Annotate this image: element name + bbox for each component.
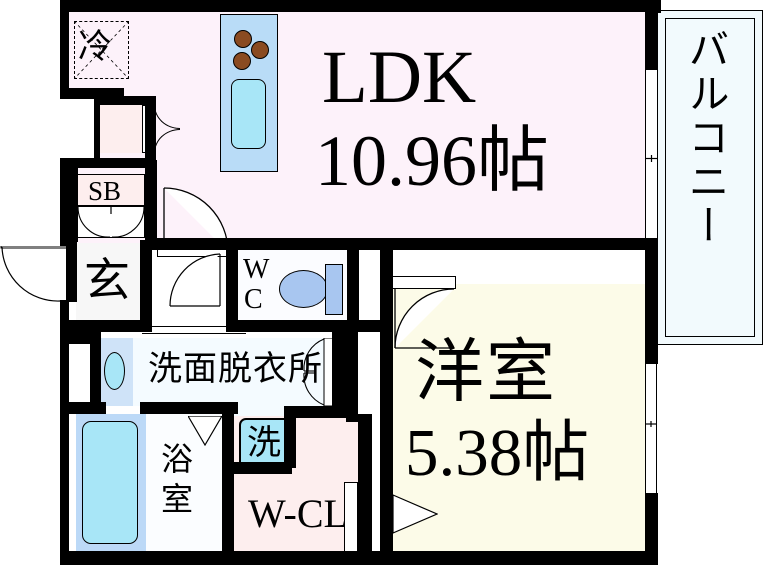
genkan-room — [76, 243, 140, 327]
ldk-left-window — [68, 95, 78, 161]
wall-bedroom-bottom — [380, 551, 658, 565]
stove-burner-1-icon — [234, 30, 252, 48]
wall-balcony-top-stub — [645, 0, 661, 13]
fridge-diagonals — [74, 21, 129, 79]
fridge-label: 冷 — [78, 29, 112, 66]
wall-closet-bottom — [60, 158, 156, 168]
wall-left-upper — [60, 0, 69, 96]
wall-top-outer — [60, 0, 661, 12]
wall-wc-right — [347, 240, 359, 332]
genkan-label: 玄 — [84, 255, 130, 306]
bedroom-window-mullion — [645, 421, 657, 427]
vanity-basin-icon — [104, 352, 125, 390]
wall-washroom-right — [332, 332, 346, 414]
toilet-bowl-icon — [279, 270, 328, 308]
toilet-tank-icon — [325, 264, 343, 315]
wall-ldk-bottom-right — [380, 238, 658, 250]
bathroom-label-1: 浴 — [161, 441, 194, 477]
closet-label: W-CL — [248, 491, 348, 536]
fridge-space — [74, 21, 129, 79]
bedroom-room — [392, 284, 654, 551]
wall-washroom-bottom-mid — [140, 402, 232, 414]
washroom-label: 洗面脱衣所 — [148, 351, 323, 388]
wall-wcl-mid — [232, 462, 292, 474]
entry-door[interactable] — [0, 246, 76, 302]
wcl-door-strip[interactable] — [344, 482, 358, 552]
shoebox-door-arcs — [77, 206, 145, 238]
wall-genkan-left — [66, 240, 77, 302]
wall-closet-top — [94, 96, 156, 105]
wall-hall-right — [145, 160, 157, 240]
wall-wc-left — [226, 240, 238, 332]
washroom-room — [100, 338, 332, 406]
bedroom-door-header — [392, 276, 456, 289]
wall-ldk-right-upper — [645, 0, 658, 70]
bedroom-area: 5.38帖 — [405, 416, 590, 490]
wall-closet-fill — [98, 105, 142, 153]
wall-bottom-left — [60, 551, 385, 565]
wall-bedroom-right-upper — [645, 284, 658, 364]
balcony-inner-line — [665, 18, 755, 337]
wall-ldk-bottom — [222, 238, 392, 250]
bedroom-label: 洋室 — [415, 334, 557, 410]
wc-label-w: W — [243, 254, 270, 285]
wall-bedroom-left — [380, 238, 393, 565]
ldk-room — [68, 12, 653, 250]
ldk-area: 10.96帖 — [315, 121, 550, 201]
bedroom-door[interactable] — [394, 288, 456, 350]
bathroom-label-2: 室 — [161, 481, 194, 517]
wall-genkan-bottom — [60, 320, 152, 332]
shoebox-fill — [77, 174, 145, 206]
wall-bedroom-right-lower — [645, 493, 658, 553]
wall-wcl-right-lower — [358, 414, 372, 500]
closet-notch-fill — [232, 406, 292, 416]
wall-left-mid — [60, 160, 69, 246]
wall-hall-top — [60, 88, 124, 99]
wall-washroom-bottom-left — [60, 402, 106, 414]
wall-hall-wc-top — [152, 238, 238, 250]
balcony-room — [657, 10, 763, 345]
wall-genkan-right — [140, 240, 152, 330]
wall-closet-leftdiv — [94, 96, 100, 158]
wall-bathroom-right — [222, 406, 234, 552]
shoebox-label: SB — [88, 176, 122, 206]
wall-closet-right — [145, 96, 156, 160]
bathtub-icon — [82, 421, 138, 544]
wall-wcl-top — [290, 406, 346, 418]
wall-wcl-topleft — [284, 406, 296, 468]
wall-wcl-right — [346, 332, 358, 422]
washer-label: 洗 — [247, 425, 281, 462]
bedroom-window — [645, 363, 657, 495]
stove-burner-2-icon — [251, 41, 269, 59]
wall-sb-left — [68, 166, 78, 242]
washroom-door[interactable] — [302, 338, 336, 406]
balcony-door-mullion — [645, 155, 658, 162]
wall-ldk-right-lower — [645, 248, 658, 288]
wall-wcl-right-bot — [358, 498, 372, 554]
bedroom-closet-door-marker[interactable] — [392, 494, 438, 534]
wall-washroom-leftv — [90, 332, 101, 410]
balcony-label: バルコニー — [682, 28, 729, 248]
ldk-label: LDK — [322, 36, 477, 119]
wc-label-c: C — [244, 284, 263, 315]
wc-door[interactable] — [168, 252, 222, 308]
washroom-sliding-door[interactable] — [142, 326, 246, 334]
wall-left-lower — [60, 300, 69, 565]
kitchen-sink-icon — [231, 79, 266, 149]
wall-wc-bottom — [226, 320, 380, 332]
stove-burner-3-icon — [233, 52, 251, 70]
